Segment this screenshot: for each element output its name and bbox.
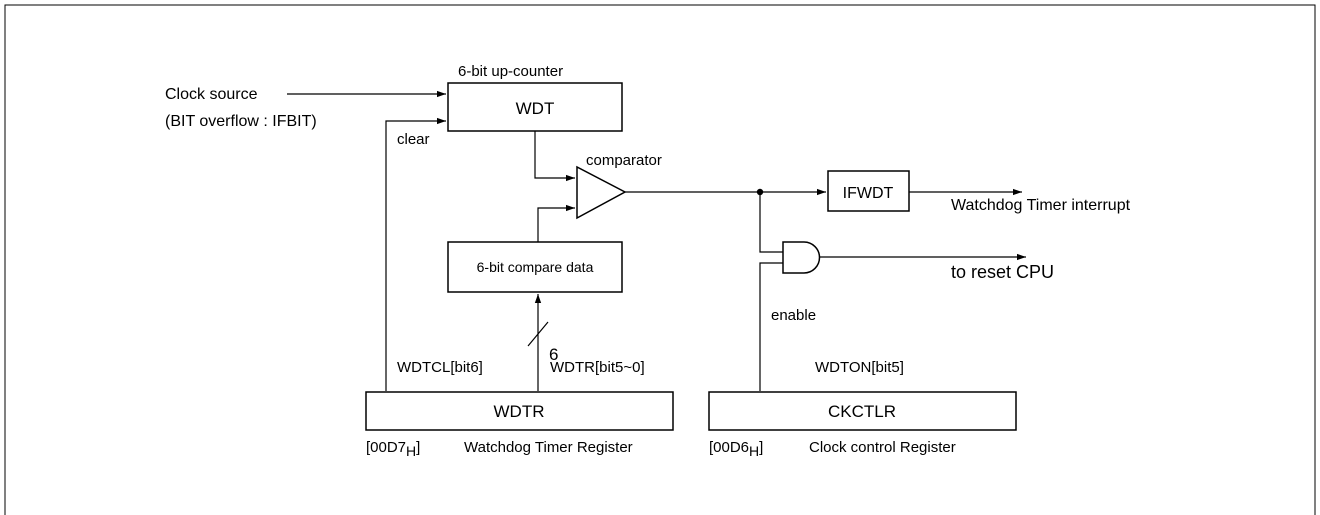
wdtr-address-main: [00D7 <box>366 439 406 456</box>
ckctlr-address-sub: H <box>749 443 759 459</box>
ifwdt-block <box>827 170 910 212</box>
compare-data-to-comparator-wire <box>537 204 575 242</box>
comparator-label: comparator <box>586 152 662 169</box>
wdtr-address: [00D7H] <box>366 439 420 459</box>
wdtr-address-close: ] <box>416 439 420 456</box>
ifwdt-label: IFWDT <box>843 185 894 202</box>
clock-source-label: Clock source <box>165 86 258 103</box>
wdtr-register-block <box>365 391 674 431</box>
ckctlr-register-block <box>708 391 1017 431</box>
interrupt-output-label: Watchdog Timer interrupt <box>951 197 1131 214</box>
and-input-upper-wire <box>759 192 783 253</box>
clear-label: clear <box>397 131 430 148</box>
compare-data-block <box>447 241 623 293</box>
bus-slash <box>527 321 549 347</box>
wdt-counter-block <box>447 82 623 132</box>
wdtr-register-name: WDTR <box>494 402 545 421</box>
and-gate <box>782 241 821 274</box>
wdt-counter-label: WDT <box>516 99 555 118</box>
clock-overflow-label: (BIT overflow : IFBIT) <box>165 113 317 130</box>
enable-label: enable <box>771 307 816 324</box>
wdtr-description: Watchdog Timer Register <box>464 439 633 456</box>
bus-width-label: 6 <box>549 345 558 364</box>
ckctlr-description: Clock control Register <box>809 439 956 456</box>
enable-wire <box>759 262 783 391</box>
wdtr-bits-label: WDTR[bit5~0] <box>550 359 645 376</box>
ckctlr-address-close: ] <box>759 439 763 456</box>
clear-wire <box>385 117 446 391</box>
ckctlr-address: [00D6H] <box>709 439 763 459</box>
counter-caption: 6-bit up-counter <box>458 63 563 80</box>
wdtcl-bit6-label: WDTCL[bit6] <box>397 359 483 376</box>
ckctlr-register-name: CKCTLR <box>828 402 896 421</box>
wdt-to-comparator-wire <box>534 131 575 182</box>
comparator-triangle <box>576 165 627 220</box>
wdton-bit5-label: WDTON[bit5] <box>815 359 904 376</box>
ckctlr-address-main: [00D6 <box>709 439 749 456</box>
compare-data-label: 6-bit compare data <box>477 259 594 275</box>
diagram-frame <box>4 4 1316 515</box>
reset-output-label: to reset CPU <box>951 262 1054 282</box>
wdtr-address-sub: H <box>406 443 416 459</box>
